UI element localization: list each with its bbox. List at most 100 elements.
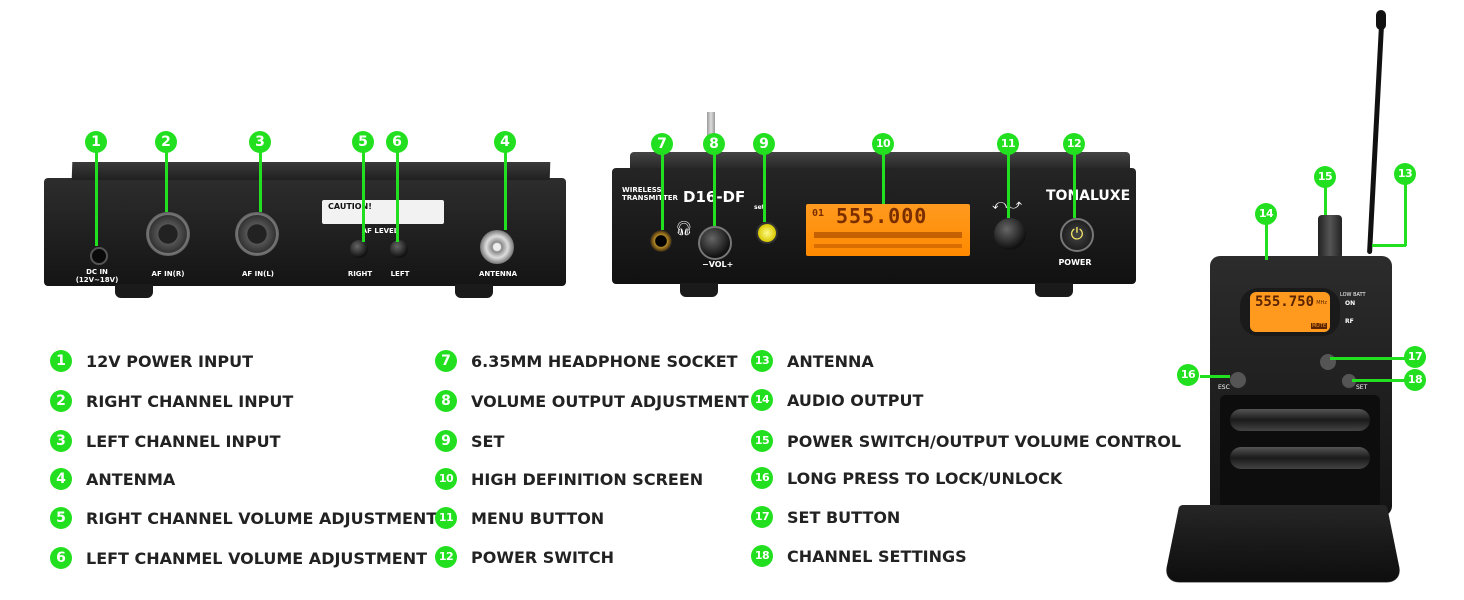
bodypack-lcd-frequency: 555.750 (1255, 294, 1315, 310)
battery-1 (1230, 409, 1370, 431)
back-panel-top (71, 162, 551, 180)
leader-13-h (1372, 244, 1406, 247)
vol-text: VOL (708, 260, 727, 269)
esc-label: ESC (1218, 384, 1230, 391)
set-label: SET (754, 204, 765, 211)
callout-10: 10 (872, 133, 894, 155)
left-level-knob[interactable] (390, 240, 408, 258)
legend-badge-4: 4 (50, 468, 72, 490)
legend-text-11: MENU BUTTON (471, 508, 605, 528)
power-button[interactable]: ⏻ (1060, 218, 1094, 252)
leader-16 (1200, 375, 1230, 378)
legend-item-10: 10 HIGH DEFINITION SCREEN (435, 467, 703, 491)
legend-item-18: 18 CHANNEL SETTINGS (751, 544, 967, 568)
legend-text-3: LEFT CHANNEL INPUT (86, 431, 281, 451)
leader-15 (1324, 185, 1327, 215)
callout-5: 5 (352, 131, 374, 153)
back-foot-left (115, 284, 153, 298)
leader-4 (504, 152, 507, 230)
legend-badge-13: 13 (751, 350, 773, 372)
legend-text-10: HIGH DEFINITION SCREEN (471, 469, 704, 489)
leader-1 (95, 152, 98, 246)
legend-item-4: 4 ANTENMA (50, 467, 175, 491)
caution-text: CAUTION! (328, 202, 372, 211)
low-batt-label: LOW BATT (1340, 292, 1366, 298)
callout-6: 6 (386, 131, 408, 153)
xlr-right-connector (146, 212, 190, 256)
lcd-frequency: 555.000 (836, 204, 928, 228)
bodypack-set-button[interactable] (1318, 352, 1338, 372)
legend-badge-9: 9 (435, 430, 457, 452)
callout-14: 14 (1255, 203, 1277, 225)
antenna-label: ANTENNA (479, 270, 517, 278)
legend-text-14: AUDIO OUTPUT (787, 390, 924, 410)
legend-badge-18: 18 (751, 545, 773, 567)
legend-badge-16: 16 (751, 467, 773, 489)
legend-badge-1: 1 (50, 350, 72, 372)
leader-17 (1330, 357, 1408, 360)
afin-r-label: AF IN(R) (151, 270, 185, 278)
callout-7: 7 (651, 133, 673, 155)
legend-text-4: ANTENMA (86, 469, 176, 489)
leader-12 (1073, 152, 1076, 218)
callout-8: 8 (703, 133, 725, 155)
caution-sticker: CAUTION! (322, 200, 444, 224)
brand-name: TONALUXE (1046, 188, 1131, 204)
volume-knob[interactable] (698, 226, 732, 260)
set-button[interactable] (756, 222, 778, 244)
lcd-screen: 01 555.000 (806, 204, 970, 256)
legend-text-17: SET BUTTON (787, 507, 901, 527)
callout-16: 16 (1177, 364, 1199, 386)
legend-text-13: ANTENNA (787, 351, 874, 371)
bodypack-antenna (1367, 14, 1385, 255)
legend-badge-3: 3 (50, 430, 72, 452)
legend-badge-5: 5 (50, 507, 72, 529)
legend-item-9: 9 SET (435, 429, 504, 453)
callout-3: 3 (249, 131, 271, 153)
bodypack-antenna-tip (1376, 10, 1386, 30)
right-level-knob[interactable] (350, 240, 368, 258)
legend-text-9: SET (471, 431, 505, 451)
lcd-rf-bar (814, 232, 962, 238)
leader-5 (362, 152, 365, 242)
legend-badge-12: 12 (435, 546, 457, 568)
front-foot-right (1035, 283, 1073, 297)
leader-18 (1352, 379, 1408, 382)
on-label: ON (1345, 300, 1356, 307)
headphone-socket[interactable] (650, 230, 672, 252)
menu-knob[interactable] (994, 218, 1026, 250)
callout-13: 13 (1394, 163, 1416, 185)
bodypack-lcd-unit: MHz (1316, 300, 1327, 306)
legend-item-13: 13 ANTENNA (751, 349, 874, 373)
wireless-logo: WIRELESS TRANSMITTER (622, 186, 682, 202)
bnc-antenna-connector (480, 230, 514, 264)
legend-text-7: 6.35MM HEADPHONE SOCKET (471, 351, 738, 371)
back-panel-body (44, 178, 566, 286)
front-foot-left (680, 283, 718, 297)
headphone-icon: 🎧︎ (675, 220, 693, 236)
callout-17: 17 (1404, 346, 1426, 368)
bodypack-lcd: 555.750 MHz MUTE (1250, 292, 1330, 332)
legend-badge-10: 10 (435, 468, 457, 490)
esc-button[interactable] (1228, 370, 1248, 390)
leader-7 (661, 152, 664, 230)
callout-11: 11 (997, 133, 1019, 155)
wireless-logo-text: WIRELESS TRANSMITTER (622, 186, 678, 202)
left-label: LEFT (390, 270, 410, 278)
battery-2 (1230, 447, 1370, 469)
legend-item-3: 3 LEFT CHANNEL INPUT (50, 429, 281, 453)
menu-arrow-icon: ⤺⤻ (992, 196, 1022, 213)
leader-13-v (1404, 180, 1407, 246)
back-foot-right (455, 284, 493, 298)
volume-power-knob[interactable] (1318, 215, 1342, 259)
legend-text-18: CHANNEL SETTINGS (787, 546, 967, 566)
